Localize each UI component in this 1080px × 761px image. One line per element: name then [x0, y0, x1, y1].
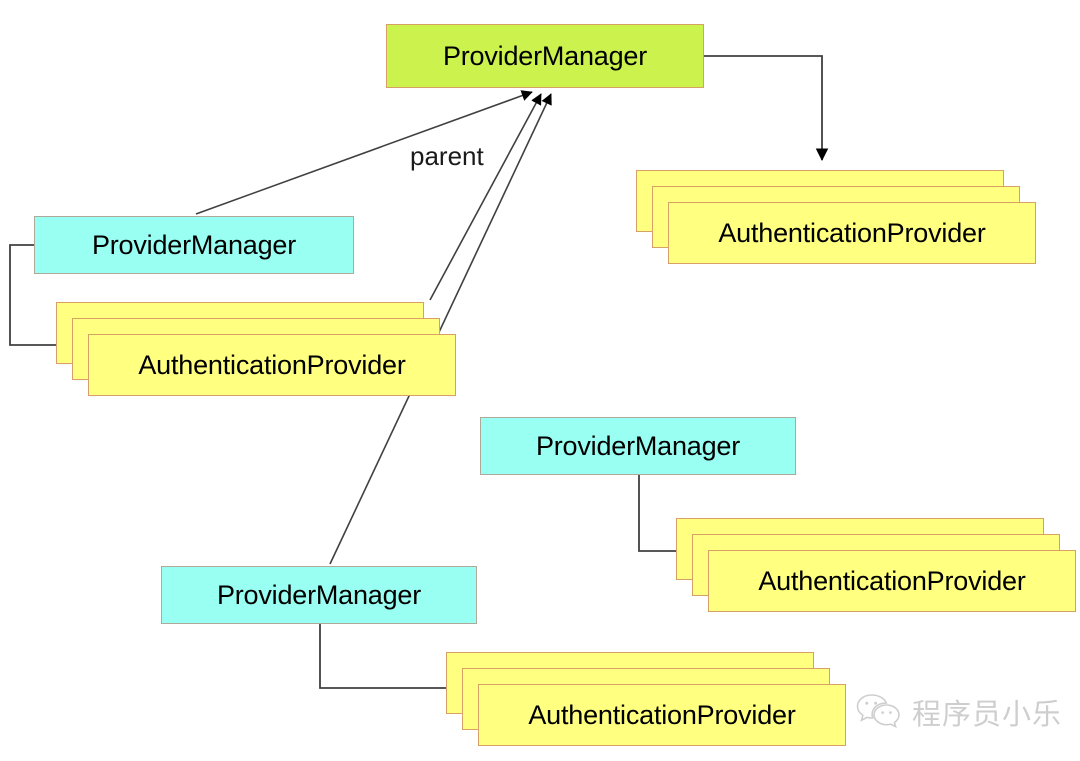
node-label: AuthenticationProvider — [758, 565, 1026, 596]
node-provider-manager-left[interactable]: ProviderManager — [34, 216, 354, 274]
stack-layer-front: AuthenticationProvider — [668, 202, 1036, 264]
node-root-provider-manager[interactable]: ProviderManager — [386, 24, 704, 88]
node-label: AuthenticationProvider — [718, 217, 986, 248]
node-authentication-provider-stack-middle[interactable]: AuthenticationProvider — [676, 518, 1076, 612]
node-label: ProviderManager — [535, 430, 741, 461]
watermark: 程序员小乐 — [856, 691, 1062, 733]
node-provider-manager-middle[interactable]: ProviderManager — [480, 417, 796, 475]
watermark-text: 程序员小乐 — [911, 699, 1062, 731]
edge-label-parent: parent — [410, 141, 484, 171]
edge-parent-middle — [429, 93, 542, 301]
stack-layer-front: AuthenticationProvider — [708, 550, 1076, 612]
node-authentication-provider-stack-bottom[interactable]: AuthenticationProvider — [446, 652, 846, 746]
stack-layer-front: AuthenticationProvider — [88, 334, 456, 396]
node-authentication-provider-stack-right[interactable]: AuthenticationProvider — [636, 170, 1036, 264]
node-label: ProviderManager — [216, 579, 422, 610]
wechat-icon — [856, 694, 900, 729]
node-provider-manager-bottom[interactable]: ProviderManager — [161, 566, 477, 624]
node-label: ProviderManager — [442, 40, 648, 71]
node-authentication-provider-stack-left[interactable]: AuthenticationProvider — [56, 302, 456, 396]
stack-layer-front: AuthenticationProvider — [478, 684, 846, 746]
node-label: ProviderManager — [91, 229, 297, 260]
node-label: AuthenticationProvider — [138, 349, 406, 380]
edge-root-to-right-stack — [704, 55, 829, 162]
node-label: AuthenticationProvider — [528, 699, 796, 730]
